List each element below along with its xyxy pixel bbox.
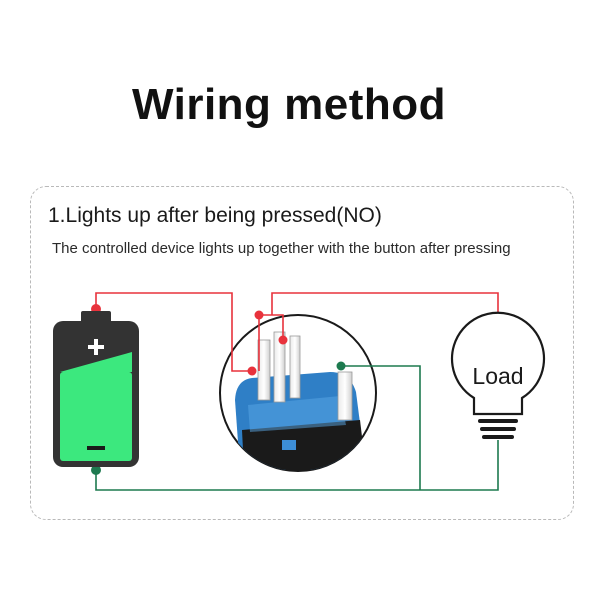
battery-icon <box>53 311 139 467</box>
load-label: Load <box>472 363 523 389</box>
negative-wires <box>95 365 499 491</box>
positive-wires <box>95 292 499 372</box>
pin-junction-dot <box>254 310 264 320</box>
pin-junction-dot <box>278 335 288 345</box>
section-heading: 1.Lights up after being pressed(NO) <box>48 204 382 227</box>
page-title: Wiring method <box>131 80 447 129</box>
wiring-card <box>30 186 574 520</box>
load-bulb-icon: Load <box>450 311 546 439</box>
section-description: The controlled device lights up together… <box>52 240 511 257</box>
pin-junction-dot <box>336 361 346 371</box>
pin-junction-dot <box>247 366 257 376</box>
battery-negative-dot <box>91 465 101 475</box>
rocker-switch-image <box>219 314 377 472</box>
